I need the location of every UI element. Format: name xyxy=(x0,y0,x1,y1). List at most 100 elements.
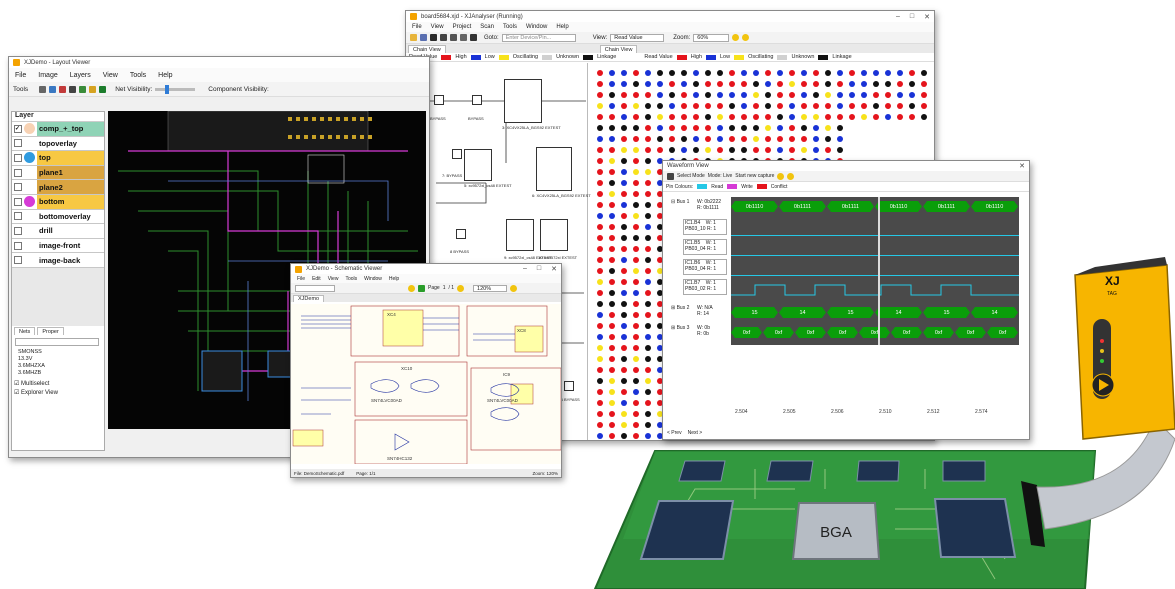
pin-state-dot[interactable] xyxy=(621,103,627,109)
net-item[interactable]: 3.6MHZB xyxy=(18,369,42,376)
pin-state-dot[interactable] xyxy=(645,378,651,384)
pin-state-dot[interactable] xyxy=(765,92,771,98)
layer-row[interactable]: ✓comp_+_top xyxy=(12,122,104,137)
pin-state-dot[interactable] xyxy=(609,422,615,428)
pin-state-dot[interactable] xyxy=(693,125,699,131)
pin-state-dot[interactable] xyxy=(657,70,663,76)
signal-trace[interactable] xyxy=(731,262,1019,276)
bus-value-segment[interactable]: 15 xyxy=(827,307,874,318)
pin-state-dot[interactable] xyxy=(621,224,627,230)
pin-state-dot[interactable] xyxy=(633,323,639,329)
schematic-check-icon[interactable] xyxy=(418,284,425,292)
pin-state-dot[interactable] xyxy=(753,103,759,109)
pin-state-dot[interactable] xyxy=(609,323,615,329)
pin-state-dot[interactable] xyxy=(597,114,603,120)
pin-state-dot[interactable] xyxy=(717,147,723,153)
schematic-zoom-in-icon[interactable] xyxy=(510,284,518,292)
pin-state-dot[interactable] xyxy=(657,235,663,241)
pin-state-dot[interactable] xyxy=(729,125,735,131)
pin-state-dot[interactable] xyxy=(609,279,615,285)
pin-state-dot[interactable] xyxy=(705,114,711,120)
pin-state-dot[interactable] xyxy=(645,158,651,164)
pin-state-dot[interactable] xyxy=(921,70,927,76)
chain-device-1[interactable] xyxy=(434,95,444,105)
pin-state-dot[interactable] xyxy=(909,114,915,120)
step-icon[interactable] xyxy=(460,34,467,41)
pin-state-dot[interactable] xyxy=(597,158,603,164)
menu-window[interactable]: Window xyxy=(525,24,548,30)
pin-state-dot[interactable] xyxy=(633,158,639,164)
pin-state-dot[interactable] xyxy=(609,400,615,406)
pin-state-dot[interactable] xyxy=(873,92,879,98)
pin-state-dot[interactable] xyxy=(789,103,795,109)
pin-state-dot[interactable] xyxy=(597,92,603,98)
pin-state-dot[interactable] xyxy=(633,378,639,384)
pin-state-dot[interactable] xyxy=(621,411,627,417)
pin-state-dot[interactable] xyxy=(597,301,603,307)
pin-state-dot[interactable] xyxy=(657,169,663,175)
pin-state-dot[interactable] xyxy=(633,125,639,131)
pin-state-dot[interactable] xyxy=(657,213,663,219)
schematic-search-input[interactable] xyxy=(295,284,335,292)
pin-state-dot[interactable] xyxy=(705,81,711,87)
pin-state-dot[interactable] xyxy=(681,81,687,87)
pin-state-dot[interactable] xyxy=(621,257,627,263)
pin-state-dot[interactable] xyxy=(885,70,891,76)
pin-state-dot[interactable] xyxy=(621,158,627,164)
pin-state-dot[interactable] xyxy=(897,81,903,87)
pin-state-dot[interactable] xyxy=(609,136,615,142)
pin-state-dot[interactable] xyxy=(897,114,903,120)
stop-icon[interactable] xyxy=(440,34,447,41)
pin-state-dot[interactable] xyxy=(813,114,819,120)
pin-state-dot[interactable] xyxy=(693,114,699,120)
pin-state-dot[interactable] xyxy=(597,345,603,351)
pin-state-dot[interactable] xyxy=(621,378,627,384)
pin-state-dot[interactable] xyxy=(777,81,783,87)
pin-state-dot[interactable] xyxy=(741,103,747,109)
pin-state-dot[interactable] xyxy=(609,345,615,351)
pin-state-dot[interactable] xyxy=(645,125,651,131)
pause-icon[interactable] xyxy=(450,34,457,41)
pin-state-dot[interactable] xyxy=(705,92,711,98)
pin-state-dot[interactable] xyxy=(609,224,615,230)
pin-state-dot[interactable] xyxy=(777,70,783,76)
pin-state-dot[interactable] xyxy=(597,400,603,406)
schematic-page-value[interactable]: 1 xyxy=(442,285,446,291)
pin-state-dot[interactable] xyxy=(789,136,795,142)
pin-state-dot[interactable] xyxy=(609,433,615,439)
pin-state-dot[interactable] xyxy=(609,202,615,208)
pin-state-dot[interactable] xyxy=(681,147,687,153)
skip-icon[interactable] xyxy=(470,34,477,41)
tab-nets[interactable]: Nets xyxy=(14,326,36,335)
pin-state-dot[interactable] xyxy=(729,70,735,76)
layer-checkbox[interactable]: ✓ xyxy=(14,124,22,133)
zoom-in-icon[interactable] xyxy=(742,34,750,41)
pcb-component-outline[interactable] xyxy=(307,154,345,184)
pin-state-dot[interactable] xyxy=(633,224,639,230)
pin-state-dot[interactable] xyxy=(705,147,711,153)
pin-state-dot[interactable] xyxy=(645,356,651,362)
pin-state-dot[interactable] xyxy=(885,92,891,98)
pin-state-dot[interactable] xyxy=(765,81,771,87)
pin-state-dot[interactable] xyxy=(909,92,915,98)
pin-state-dot[interactable] xyxy=(717,136,723,142)
pin-state-dot[interactable] xyxy=(597,147,603,153)
highlight-icon[interactable] xyxy=(89,85,97,93)
pin-state-dot[interactable] xyxy=(645,70,651,76)
pin-state-dot[interactable] xyxy=(669,136,675,142)
wave-row-ic1-b5[interactable]: IC1.B5 W: 1 PB03_04 R: 1 xyxy=(683,239,727,255)
pin-state-dot[interactable] xyxy=(633,400,639,406)
pcb-ic-footprint-2[interactable] xyxy=(267,350,295,378)
pin-state-dot[interactable] xyxy=(849,92,855,98)
pin-state-dot[interactable] xyxy=(657,224,663,230)
pin-state-dot[interactable] xyxy=(825,114,831,120)
chain-device-10[interactable] xyxy=(540,219,568,251)
pin-state-dot[interactable] xyxy=(657,158,663,164)
layout-menu-image[interactable]: Image xyxy=(38,71,58,79)
pin-state-dot[interactable] xyxy=(633,235,639,241)
schematic-menu-help[interactable]: Help xyxy=(388,275,400,282)
pin-state-dot[interactable] xyxy=(621,114,627,120)
pin-state-dot[interactable] xyxy=(657,114,663,120)
pin-state-dot[interactable] xyxy=(633,169,639,175)
menu-help[interactable]: Help xyxy=(556,24,569,30)
